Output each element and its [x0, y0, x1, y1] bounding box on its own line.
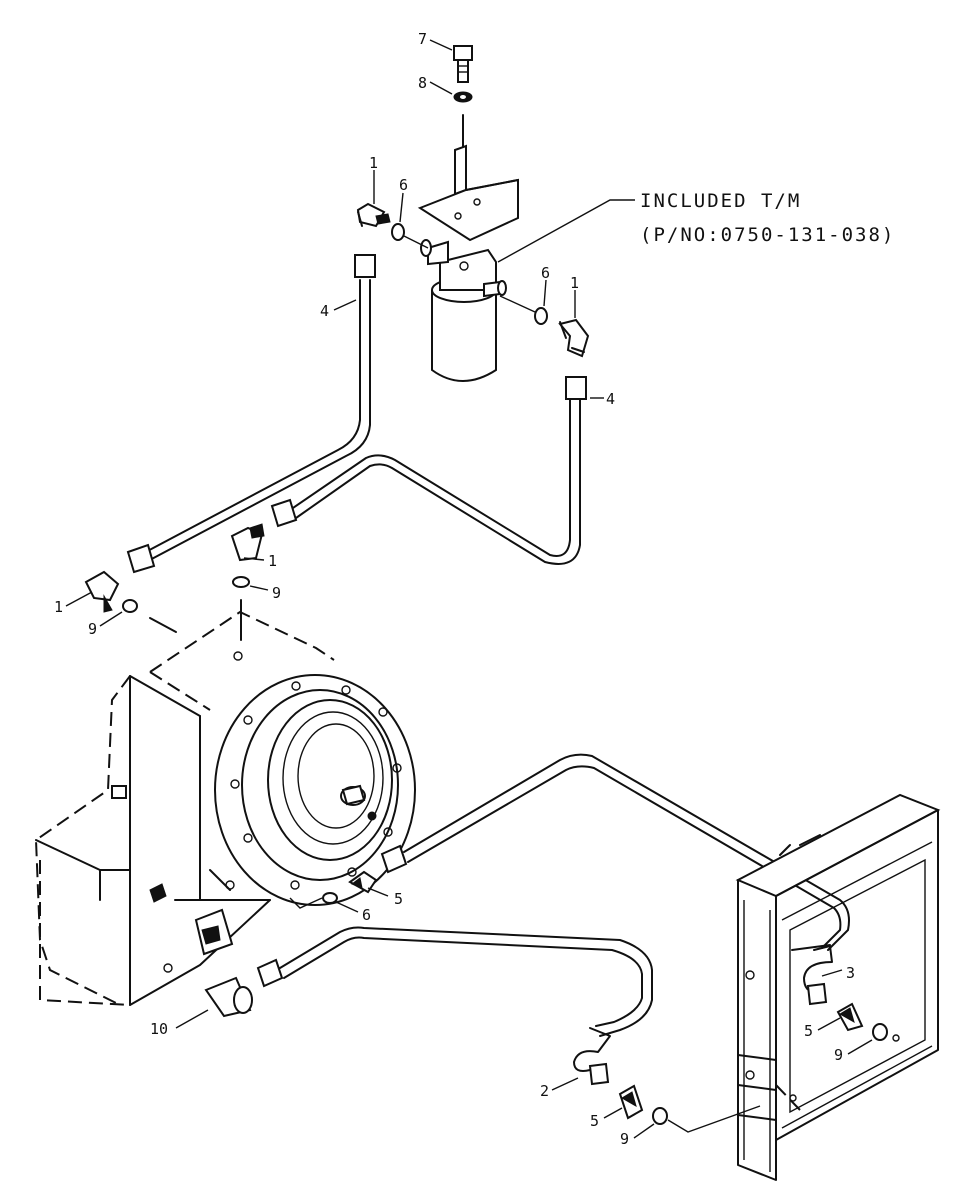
callout-6-right: 6	[541, 264, 550, 282]
drain-plug	[204, 976, 253, 1018]
elbow-fitting-top	[356, 202, 391, 228]
note-leader	[497, 199, 635, 263]
hose-left	[126, 254, 376, 574]
converter-housing	[209, 674, 416, 906]
callout-4-right: 4	[606, 390, 615, 408]
callout-6-bottom: 6	[362, 906, 371, 924]
o-ring-left	[122, 599, 138, 613]
o-ring-right	[534, 307, 548, 325]
straight-fitting-right	[836, 1002, 864, 1032]
included-tm-note: INCLUDED T/M	[640, 190, 801, 212]
o-ring-right-cooler	[872, 1023, 888, 1041]
elbow-fitting-mid	[230, 523, 265, 562]
callout-1-mid: 1	[268, 552, 277, 570]
washer-part	[453, 91, 473, 103]
pipe-upper	[380, 753, 850, 951]
callout-2: 2	[540, 1082, 549, 1100]
callout-5-right: 5	[804, 1022, 813, 1040]
callout-10: 10	[150, 1020, 168, 1038]
callout-9-bottom: 9	[620, 1130, 629, 1148]
callout-8: 8	[418, 74, 427, 92]
o-ring-bottom	[322, 892, 338, 904]
callout-1-top: 1	[369, 154, 378, 172]
elbow-fitting-right	[558, 318, 590, 358]
elbow-fitting-left	[84, 570, 120, 613]
callout-9-mid: 9	[272, 584, 281, 602]
callout-4-left: 4	[320, 302, 329, 320]
straight-fitting-bottom	[618, 1084, 644, 1120]
callout-1-right: 1	[570, 274, 579, 292]
transmission-housing	[34, 610, 335, 1006]
callout-5-mid: 5	[394, 890, 403, 908]
callout-7: 7	[418, 30, 427, 48]
part-number-note: (P/NO:0750-131-038)	[640, 224, 895, 246]
hose-right	[270, 376, 587, 565]
callout-3: 3	[846, 964, 855, 982]
oil-filter	[420, 239, 507, 382]
bolt-part	[453, 45, 473, 83]
callout-9-right: 9	[834, 1046, 843, 1064]
filter-bracket	[417, 144, 519, 242]
o-ring-bottom-right	[652, 1107, 668, 1125]
straight-fitting-mid	[348, 870, 378, 894]
o-ring-mid	[232, 576, 250, 588]
oil-cooler	[735, 793, 941, 1181]
callout-6-top: 6	[399, 176, 408, 194]
callout-1-left: 1	[54, 598, 63, 616]
u-fitting	[803, 945, 833, 1006]
callout-9-left: 9	[88, 620, 97, 638]
o-ring-top	[391, 223, 405, 241]
leader-lines	[65, 39, 873, 1139]
pipe-lower	[256, 926, 653, 1086]
callout-5-bottom: 5	[590, 1112, 599, 1130]
